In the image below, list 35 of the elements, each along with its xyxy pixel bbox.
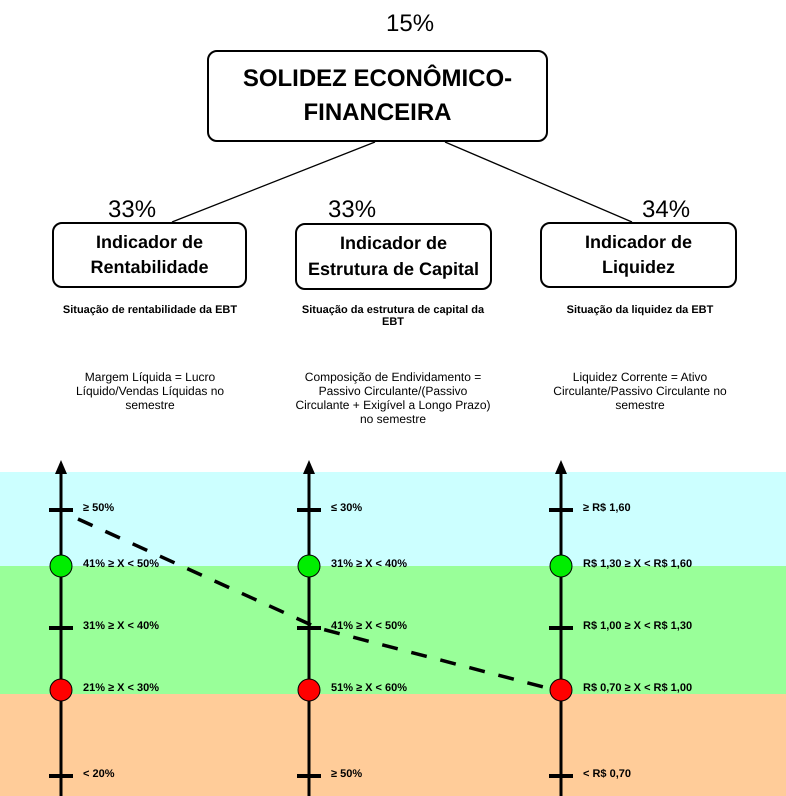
process-box	[207, 50, 548, 142]
weight-percentage: 33%	[328, 196, 376, 224]
range-label: ≤ 30%	[331, 502, 362, 514]
weight-percentage: 33%	[108, 196, 156, 224]
connector-line	[444, 141, 632, 223]
indicator-title: Indicador de Liquidez	[584, 230, 693, 279]
range-label: 21% ≥ X < 30%	[83, 682, 160, 694]
indicator-description: Situação da liquidez da EBT	[566, 304, 714, 316]
range-label: 51% ≥ X < 60%	[331, 682, 408, 694]
formula-text: Margem Líquida = Lucro Líquido/Vendas Líquidas no semestre	[74, 370, 226, 412]
weight-percentage: 15%	[386, 10, 434, 38]
range-label: < 20%	[83, 768, 114, 780]
weight-percentage: 34%	[642, 196, 690, 224]
indicator-description: Situação de rentabilidade da EBT	[62, 304, 238, 316]
range-label: ≥ 50%	[83, 502, 114, 514]
process-box	[295, 223, 492, 290]
range-label: ≥ 50%	[331, 768, 362, 780]
indicator-title: Indicador de Rentabilidade	[89, 230, 210, 279]
range-label: 31% ≥ X < 40%	[331, 558, 408, 570]
formula-text: Liquidez Corrente = Ativo Circulante/Passivo Circulante no semestre	[552, 370, 728, 412]
range-label: R$ 1,30 ≥ X < R$ 1,60	[583, 558, 692, 570]
range-label: R$ 0,70 ≥ X < R$ 1,00	[583, 682, 692, 694]
connector-line	[172, 141, 376, 223]
process-box	[540, 222, 737, 288]
indicator-description: Situação da estrutura de capital da EBT	[300, 304, 486, 328]
process-box	[52, 222, 247, 288]
range-label: < R$ 0,70	[583, 768, 632, 780]
range-label: 41% ≥ X < 50%	[83, 558, 160, 570]
formula-text: Composição de Endividamento = Passivo Circulante/(Passivo Circulante + Exigível a Longo Prazo) no semestre	[294, 370, 492, 426]
range-label: 41% ≥ X < 50%	[331, 620, 408, 632]
range-label: 31% ≥ X < 40%	[83, 620, 160, 632]
main-title: SOLIDEZ ECONÔMICO-FINANCEIRA	[242, 64, 514, 128]
range-label: R$ 1,00 ≥ X < R$ 1,30	[583, 620, 692, 632]
indicator-title: Indicador de Estrutura de Capital	[306, 232, 480, 281]
range-label: ≥ R$ 1,60	[583, 502, 631, 514]
